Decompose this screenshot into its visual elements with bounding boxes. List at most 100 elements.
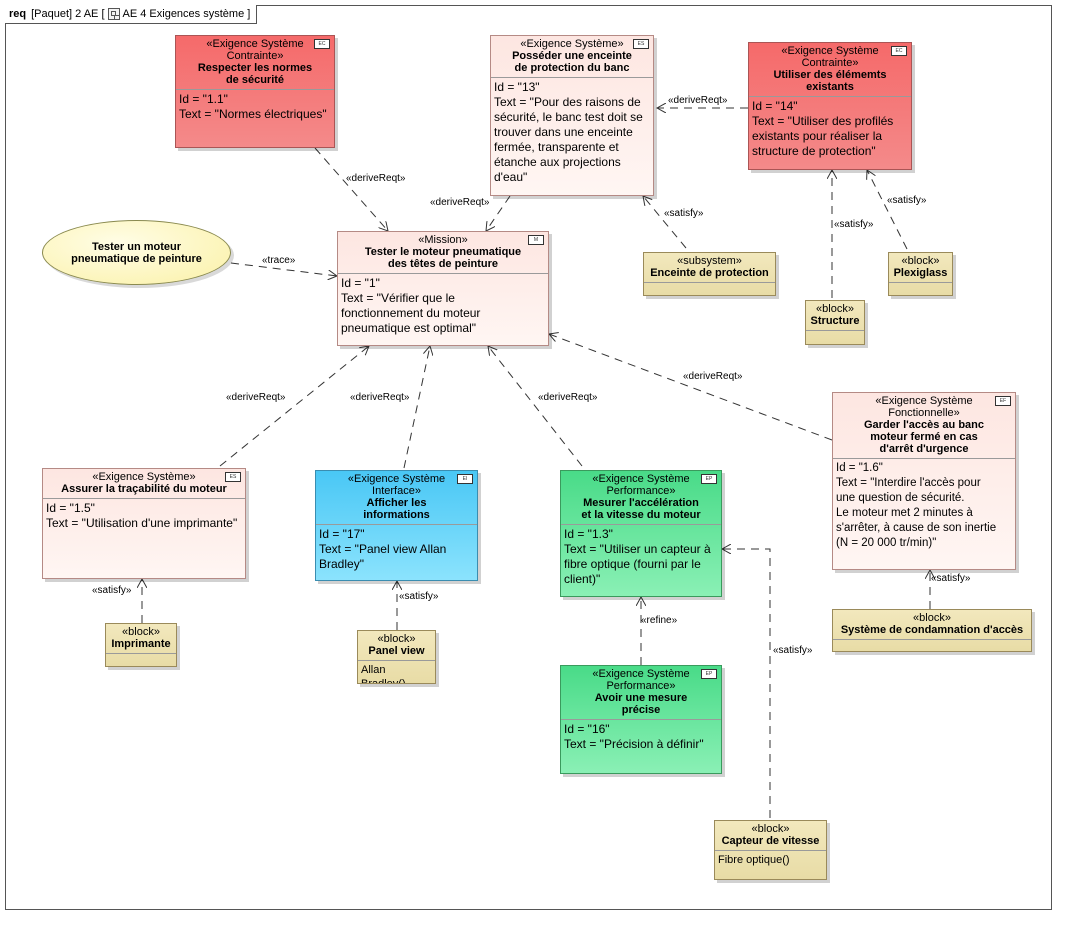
stereotype-label: «Mission» — [418, 234, 468, 246]
requirement-17[interactable]: EI «Exigence Système Interface» Afficher… — [315, 470, 478, 581]
requirement-properties: Id = "1.3" Text = "Utiliser un capteur à… — [564, 527, 711, 586]
label-satisfy-imprimante: «satisfy» — [92, 585, 132, 596]
label-derive-1-3: «deriveReqt» — [538, 392, 598, 403]
derive-link-1-5-to-1 — [219, 346, 369, 467]
label-derive-13: «deriveReqt» — [430, 197, 490, 208]
block-name: Système de condamnation d'accès — [840, 624, 1024, 636]
requirement-badge: EI — [457, 474, 473, 484]
stereotype-label: «Exigence Système Contrainte» — [206, 38, 304, 62]
block-capteur-de-vitesse[interactable]: «block» Capteur de vitesse Fibre optique… — [714, 820, 827, 880]
label-derive-1-6: «deriveReqt» — [683, 371, 743, 382]
requirement-name: Tester le moteur pneumatique des têtes d… — [364, 246, 522, 270]
satisfy-link-enceinte-to-13 — [643, 196, 687, 249]
requirement-properties: Id = "1.6" Text = "Interdire l'accès pou… — [836, 462, 997, 549]
diagram-frame — [5, 5, 1052, 910]
stereotype-label: «block» — [122, 626, 160, 638]
requirement-badge: EF — [995, 396, 1011, 406]
stereotype-label: «Exigence Système Interface» — [347, 473, 446, 497]
diagram-kind: req — [9, 8, 27, 20]
block-operations: Fibre optique() — [718, 854, 790, 866]
stereotype-label: «Exigence Système Performance» — [592, 473, 690, 497]
requirement-name: Posséder une enceinte de protection du b… — [512, 50, 632, 74]
requirement-properties: Id = "1.5" Text = "Utilisation d'une imp… — [46, 501, 238, 530]
block-plexiglass[interactable]: «block» Plexiglass — [888, 252, 953, 296]
mission-1[interactable]: M «Mission» Tester le moteur pneumatique… — [337, 231, 549, 346]
requirement-1-3[interactable]: EP «Exigence Système Performance» Mesure… — [560, 470, 722, 597]
requirement-badge: EC — [891, 46, 907, 56]
label-satisfy-plexiglass: «satisfy» — [887, 195, 927, 206]
label-trace: «trace» — [262, 255, 296, 266]
label-derive-17: «deriveReqt» — [350, 392, 410, 403]
stereotype-label: «Exigence Système» — [520, 38, 624, 50]
diagram-context: [Paquet] 2 AE [ — [31, 8, 105, 20]
requirement-badge: EP — [701, 474, 717, 484]
stereotype-label: «subsystem» — [677, 255, 742, 267]
block-name: Capteur de vitesse — [721, 835, 820, 847]
requirement-properties: Id = "1" Text = "Vérifier que le fonctio… — [341, 276, 481, 335]
requirement-badge: EP — [701, 669, 717, 679]
stereotype-label: «block» — [751, 823, 790, 835]
diagram-icon — [107, 8, 120, 20]
stereotype-label: «Exigence Système» — [92, 471, 196, 483]
label-satisfy-condamnation: «satisfy» — [931, 573, 971, 584]
satisfy-link-plexiglass-to-14 — [867, 170, 908, 250]
requirement-name: Afficher les informations — [363, 497, 430, 521]
label-derive-1-1: «deriveReqt» — [346, 173, 406, 184]
requirement-14[interactable]: EC «Exigence Système Contrainte» Utilise… — [748, 42, 912, 170]
trace-link-usecase-to-1 — [230, 262, 337, 276]
requirement-16[interactable]: EP «Exigence Système Performance» Avoir … — [560, 665, 722, 774]
block-name: Plexiglass — [893, 267, 948, 279]
requirement-properties: Id = "1.1" Text = "Normes électriques" — [179, 92, 327, 121]
requirement-badge: ES — [633, 39, 649, 49]
mission-badge: M — [528, 235, 544, 245]
block-structure[interactable]: «block» Structure — [805, 300, 865, 345]
requirement-properties: Id = "16" Text = "Précision à définir" — [564, 722, 704, 751]
requirement-name: Assurer la traçabilité du moteur — [61, 483, 227, 495]
block-imprimante[interactable]: «block» Imprimante — [105, 623, 177, 667]
diagram-name: AE 4 Exigences système ] — [122, 8, 251, 20]
label-satisfy-structure: «satisfy» — [834, 219, 874, 230]
block-name: Imprimante — [111, 638, 171, 650]
label-refine: «refine» — [641, 615, 678, 626]
block-enceinte-de-protection[interactable]: «subsystem» Enceinte de protection — [643, 252, 776, 296]
requirement-1-1[interactable]: EC «Exigence Système Contrainte» Respect… — [175, 35, 335, 148]
stereotype-label: «Exigence Système Contrainte» — [781, 45, 879, 69]
requirement-properties: Id = "13" Text = "Pour des raisons de sé… — [494, 80, 643, 184]
stereotype-label: «block» — [913, 612, 951, 624]
block-operations: Allan Bradley() — [361, 664, 406, 684]
label-satisfy-capteur: «satisfy» — [773, 645, 813, 656]
block-name: Enceinte de protection — [650, 267, 769, 279]
requirement-name: Mesurer l'accélération et la vitesse du … — [581, 497, 701, 521]
requirement-name: Garder l'accès au banc moteur fermé en c… — [863, 419, 984, 455]
diagram-frame-tab[interactable]: req [Paquet] 2 AE [ AE 4 Exigences systè… — [5, 5, 258, 24]
requirement-1-6[interactable]: EF «Exigence Système Fonctionnelle» Gard… — [832, 392, 1016, 570]
stereotype-label: «block» — [816, 303, 854, 315]
derive-link-13-to-1 — [486, 195, 511, 231]
block-name: Structure — [810, 315, 860, 327]
requirement-name: Respecter les normes de sécurité — [197, 62, 313, 86]
stereotype-label: «Exigence Système Performance» — [592, 668, 690, 692]
requirement-badge: ES — [225, 472, 241, 482]
stereotype-label: «block» — [901, 255, 940, 267]
use-case-tester-moteur[interactable]: Tester un moteur pneumatique de peinture — [42, 220, 231, 285]
block-systeme-condamnation[interactable]: «block» Système de condamnation d'accès — [832, 609, 1032, 652]
block-panel-view[interactable]: «block» Panel view Allan Bradley() — [357, 630, 436, 684]
stereotype-label: «block» — [377, 633, 416, 645]
block-name: Panel view — [368, 645, 425, 657]
requirement-properties: Id = "17" Text = "Panel view Allan Bradl… — [319, 527, 447, 571]
requirement-1-5[interactable]: ES «Exigence Système» Assurer la traçabi… — [42, 468, 246, 579]
requirement-properties: Id = "14" Text = "Utiliser des profilés … — [752, 99, 894, 158]
derive-link-17-to-1 — [403, 346, 430, 469]
derive-link-1-3-to-1 — [488, 346, 583, 467]
requirement-name: Utiliser des élémemts existants — [773, 69, 887, 93]
label-satisfy-enceinte: «satisfy» — [664, 208, 704, 219]
derive-link-1-6-to-1 — [549, 334, 833, 441]
requirement-name: Avoir une mesure précise — [594, 692, 688, 716]
requirement-13[interactable]: ES «Exigence Système» Posséder une encei… — [490, 35, 654, 196]
satisfy-link-capteur-to-1-3 — [722, 549, 771, 818]
label-satisfy-panelview: «satisfy» — [399, 591, 439, 602]
label-derive-14: «deriveReqt» — [668, 95, 728, 106]
stereotype-label: «Exigence Système Fonctionnelle» — [875, 395, 973, 419]
label-derive-1-5: «deriveReqt» — [226, 392, 286, 403]
